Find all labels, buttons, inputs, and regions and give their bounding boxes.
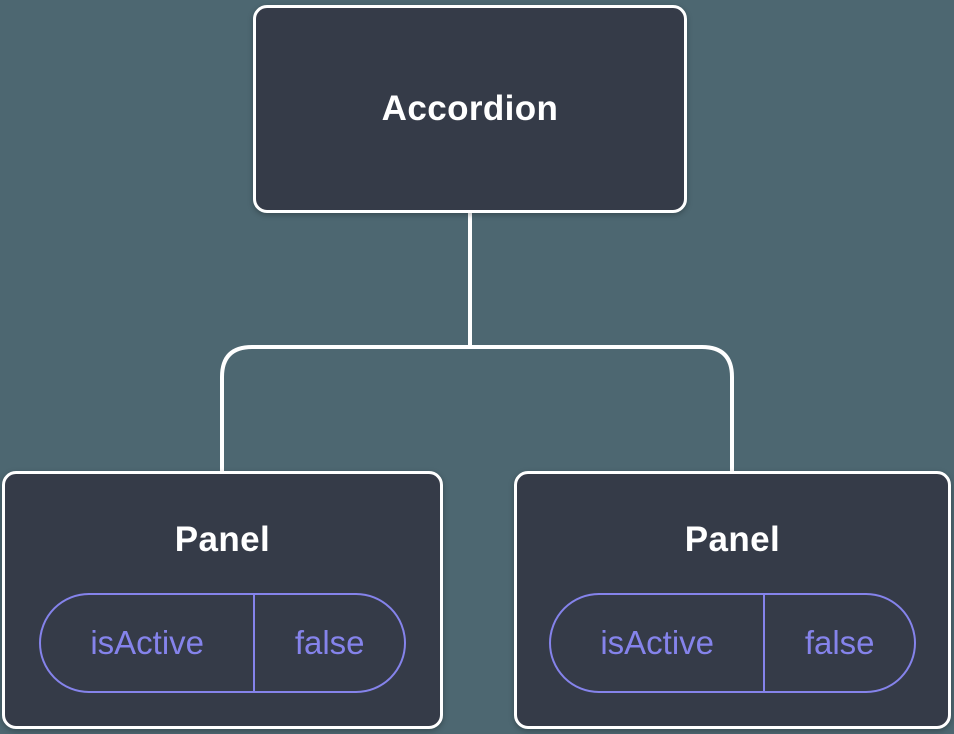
state-key: isActive [551,595,766,691]
node-label: Panel [684,520,781,559]
connector-bracket [220,345,734,472]
state-key: isActive [41,595,256,691]
node-label: Panel [174,520,271,559]
state-pill: isActive false [549,593,916,693]
state-pill: isActive false [39,593,406,693]
state-value: false [294,624,365,661]
state-value: false [804,624,875,661]
tree-node-panel-right: Panel isActive false [514,471,951,729]
tree-node-panel-left: Panel isActive false [2,471,443,729]
tree-node-accordion: Accordion [253,5,687,213]
node-label: Accordion [381,89,559,128]
